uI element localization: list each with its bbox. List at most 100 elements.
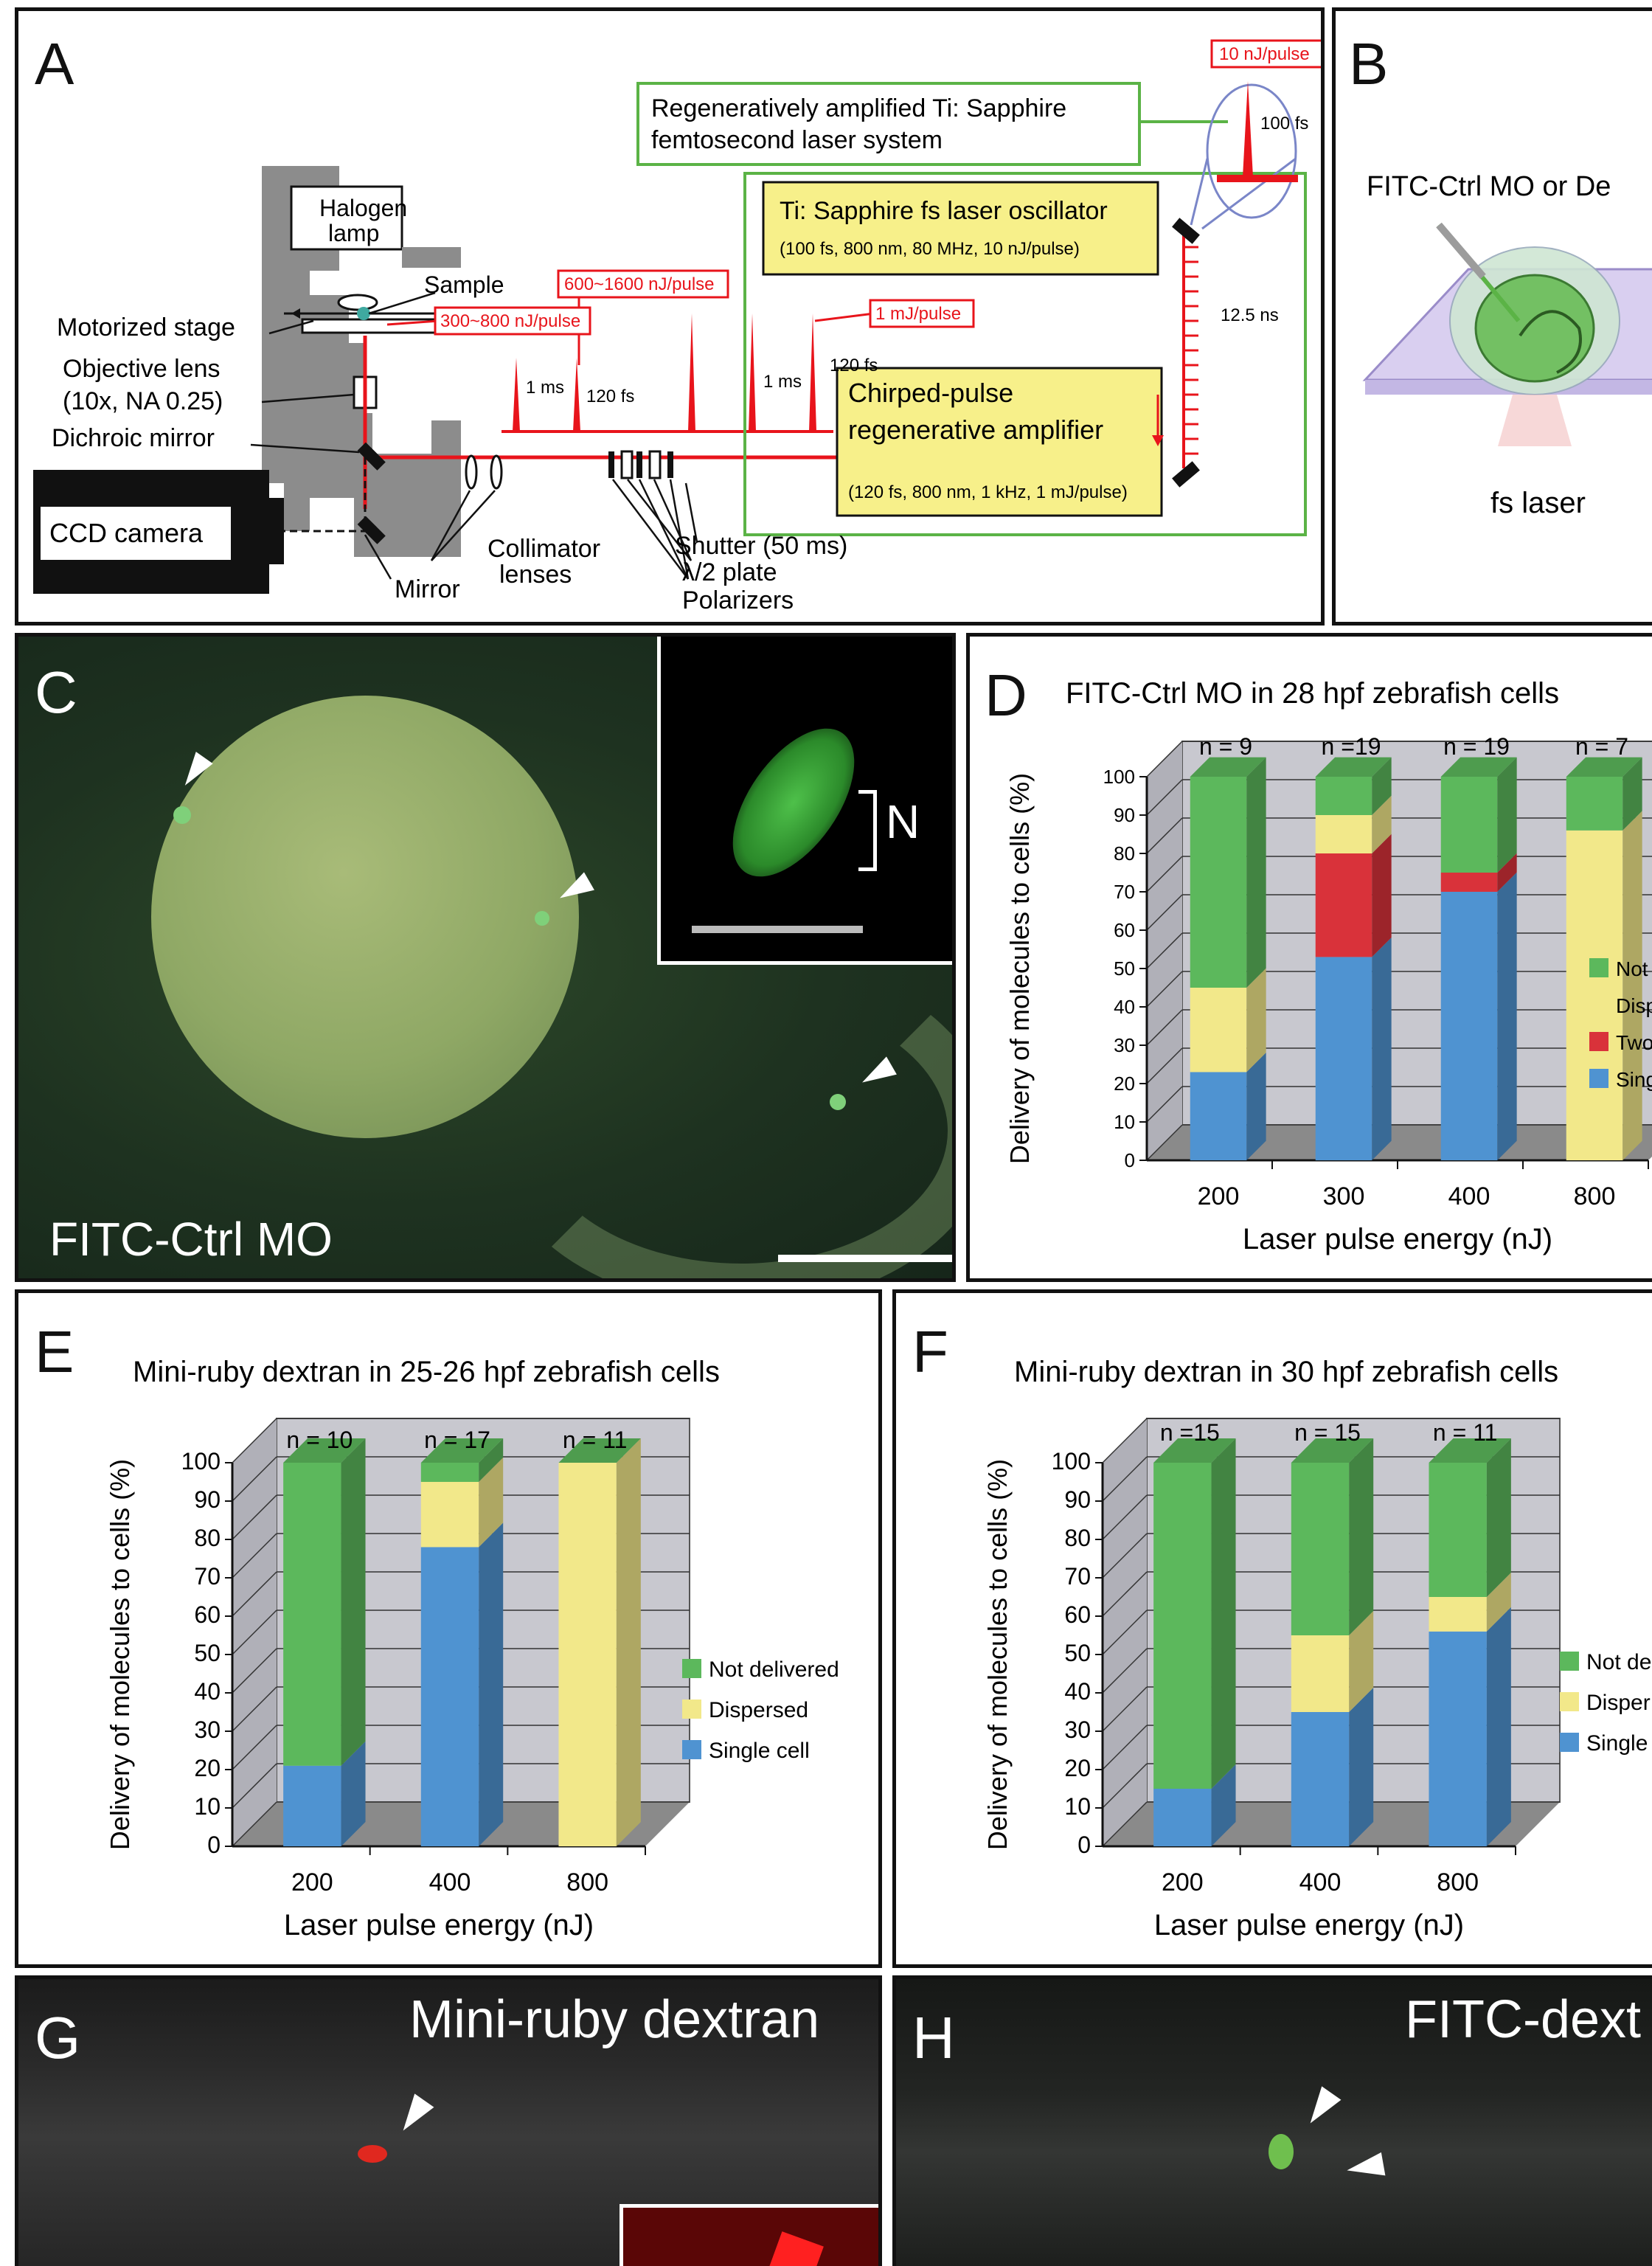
- panel-label-d: D: [985, 662, 1027, 728]
- y-tick-label: 40: [1064, 1678, 1091, 1705]
- n-label: n =19: [1322, 733, 1381, 760]
- chart-f: Mini-ruby dextran in 30 hpf zebrafish ce…: [982, 1356, 1651, 1941]
- n-label: n = 7: [1575, 733, 1628, 760]
- period-1ms-a: 1 ms: [526, 378, 564, 398]
- y-tick-label: 0: [207, 1832, 221, 1858]
- legend-label: Not de: [1586, 1650, 1651, 1674]
- bar-side: [1246, 1053, 1266, 1160]
- bar-top: [420, 1438, 504, 1463]
- legend-swatch: [1560, 1733, 1579, 1752]
- y-tick-label: 70: [194, 1563, 221, 1590]
- gridline-diag: [1146, 1047, 1183, 1084]
- bar-side: [479, 1522, 504, 1846]
- rep-period-osc: 12.5 ns: [1221, 305, 1279, 325]
- gridline-diag: [1102, 1418, 1148, 1463]
- halogen-label-1: Halogen: [319, 195, 407, 221]
- bar-segment: [1440, 777, 1498, 873]
- fluor-cell-h: [1268, 2134, 1294, 2169]
- gridline-diag: [232, 1648, 277, 1694]
- bar-segment: [1190, 1072, 1247, 1160]
- gridline-diag: [232, 1763, 277, 1809]
- y-tick-label: 0: [1125, 1149, 1135, 1171]
- panel-label-c: C: [35, 659, 77, 725]
- y-tick-label: 70: [1114, 881, 1135, 903]
- bar-top: [1190, 757, 1266, 777]
- bar-segment: [1440, 892, 1498, 1160]
- objective-label-2: (10x, NA 0.25): [63, 387, 223, 415]
- panel-d: D FITC-Ctrl MO in 28 hpf zebrafish cells…: [966, 633, 1652, 1282]
- gridline-diag: [1146, 817, 1183, 854]
- y-tick-label: 40: [194, 1678, 221, 1705]
- bar-segment: [1190, 777, 1247, 988]
- chart-title: Mini-ruby dextran in 30 hpf zebrafish ce…: [1014, 1356, 1558, 1388]
- n-label: n = 9: [1199, 733, 1252, 760]
- bar-top: [283, 1438, 366, 1463]
- panel-label-a: A: [35, 31, 74, 97]
- bar-side: [1372, 834, 1392, 957]
- bar-side: [1486, 1438, 1511, 1597]
- legend-swatch: [1589, 995, 1608, 1014]
- laser-system-box: [636, 82, 1141, 166]
- bar-segment: [1291, 1463, 1350, 1635]
- pulse-width-120: 120 fs: [586, 387, 634, 406]
- legend-label: Single: [1586, 1731, 1648, 1756]
- x-tick-label: 400: [429, 1868, 471, 1896]
- y-tick-label: 70: [1064, 1563, 1091, 1590]
- bar-segment: [1291, 1712, 1350, 1846]
- panel-label-b: B: [1349, 31, 1389, 97]
- scale-bar: [778, 1255, 952, 1262]
- gridline-diag: [232, 1610, 277, 1655]
- y-tick-label: 100: [1052, 1448, 1091, 1475]
- amplifier-title-1: Chirped-pulse: [848, 378, 1013, 408]
- bar-segment: [1315, 777, 1372, 815]
- setup-diagram: Regeneratively amplified Ti: Sapphire fe…: [33, 39, 1321, 614]
- panel-g-micrograph: G Mini-ruby dextran: [15, 1975, 882, 2266]
- arrowhead-h-2: [1344, 2152, 1386, 2183]
- gridline-diag: [1102, 1801, 1148, 1847]
- legend-label: Dispersed: [709, 1698, 808, 1722]
- bar-segment: [1429, 1631, 1487, 1846]
- gridline-diag: [1102, 1648, 1148, 1694]
- x-tick-label: 400: [1299, 1868, 1342, 1896]
- bar-segment: [1315, 815, 1372, 853]
- arrowhead-h-1: [1300, 2086, 1342, 2130]
- n-label: n = 15: [1294, 1419, 1361, 1446]
- panel-label-e: E: [35, 1319, 74, 1385]
- y-tick-label: 90: [1064, 1486, 1091, 1513]
- gridline-diag: [232, 1418, 277, 1463]
- bar-top: [1440, 757, 1517, 777]
- bar-segment: [283, 1463, 341, 1766]
- oscillator-specs: (100 fs, 800 nm, 80 MHz, 10 nJ/pulse): [780, 239, 1080, 259]
- n-label: n = 19: [1443, 733, 1510, 760]
- y-tick-label: 50: [1114, 957, 1135, 980]
- panel-b-title: FITC-Ctrl MO or De: [1367, 171, 1611, 202]
- y-tick-label: 20: [1114, 1073, 1135, 1095]
- x-axis-label: Laser pulse energy (nJ): [1243, 1223, 1552, 1255]
- halfwave-label: λ/2 plate: [682, 558, 777, 586]
- fluor-cell-g: [358, 2145, 387, 2163]
- legend-label: Sing: [1616, 1068, 1652, 1091]
- legend-label: Not delivered: [709, 1657, 839, 1682]
- panel-c-caption: FITC-Ctrl MO: [49, 1213, 333, 1266]
- y-tick-label: 50: [1064, 1640, 1091, 1666]
- y-tick-label: 80: [1064, 1525, 1091, 1551]
- oscillator-title: Ti: Sapphire fs laser oscillator: [780, 197, 1108, 225]
- bar-segment: [420, 1482, 479, 1548]
- legend-swatch: [682, 1700, 701, 1719]
- bar-side: [479, 1438, 504, 1482]
- bar-segment: [1190, 988, 1247, 1073]
- bar-segment: [420, 1463, 479, 1482]
- amplifier-specs: (120 fs, 800 nm, 1 kHz, 1 mJ/pulse): [848, 482, 1128, 502]
- bar-side: [1486, 1607, 1511, 1846]
- panel-h-micrograph: H FITC-dext: [892, 1975, 1652, 2266]
- collimator-label-1: Collimator: [487, 535, 600, 563]
- pulse-osc-label: 10 nJ/pulse: [1219, 44, 1310, 64]
- y-tick-label: 30: [1064, 1716, 1091, 1743]
- y-tick-label: 10: [1114, 1111, 1135, 1133]
- y-tick-label: 90: [1114, 804, 1135, 826]
- legend-swatch: [1560, 1652, 1579, 1671]
- bar-segment: [1153, 1789, 1212, 1846]
- x-tick-label: 200: [291, 1868, 333, 1896]
- y-tick-label: 40: [1114, 996, 1135, 1018]
- legend-label: Two: [1616, 1031, 1652, 1054]
